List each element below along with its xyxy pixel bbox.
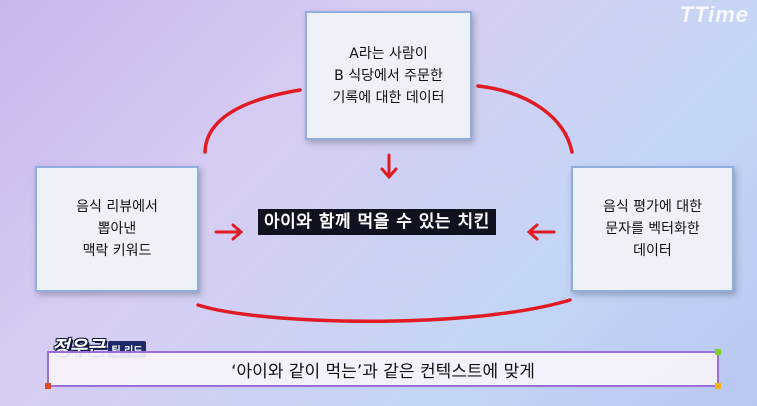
subtitle-bar: ‘아이와 같이 먹는’과 같은 컨텍스트에 맞게 xyxy=(45,349,721,389)
review-keywords-box: 음식 리뷰에서 뽑아낸 맥락 키워드 xyxy=(35,166,199,292)
rating-vector-text: 음식 평가에 대한 문자를 벡터화한 데이터 xyxy=(602,199,703,259)
corner-dot-red xyxy=(45,383,51,389)
arrow-down xyxy=(380,153,398,180)
order-history-text: A라는 사람이 B 식당에서 주문한 기록에 대한 데이터 xyxy=(332,45,445,106)
channel-logo: TTime xyxy=(679,2,749,27)
corner-dot-green xyxy=(715,349,721,355)
review-keywords-text: 음식 리뷰에서 뽑아낸 맥락 키워드 xyxy=(76,199,158,259)
subtitle-text: ‘아이와 같이 먹는’과 같은 컨텍스트에 맞게 xyxy=(231,361,535,382)
corner-dot-yellow xyxy=(715,383,721,389)
order-history-box: A라는 사람이 B 식당에서 주문한 기록에 대한 데이터 xyxy=(305,11,472,140)
rating-vector-box: 음식 평가에 대한 문자를 벡터화한 데이터 xyxy=(571,166,734,292)
curve-bottom xyxy=(196,298,572,323)
curve-top-left xyxy=(203,88,302,154)
curve-top-right xyxy=(476,84,574,154)
arrow-right xyxy=(214,223,244,241)
arrow-left xyxy=(526,223,556,241)
result-label: 아이와 함께 먹을 수 있는 치킨 xyxy=(258,209,496,235)
